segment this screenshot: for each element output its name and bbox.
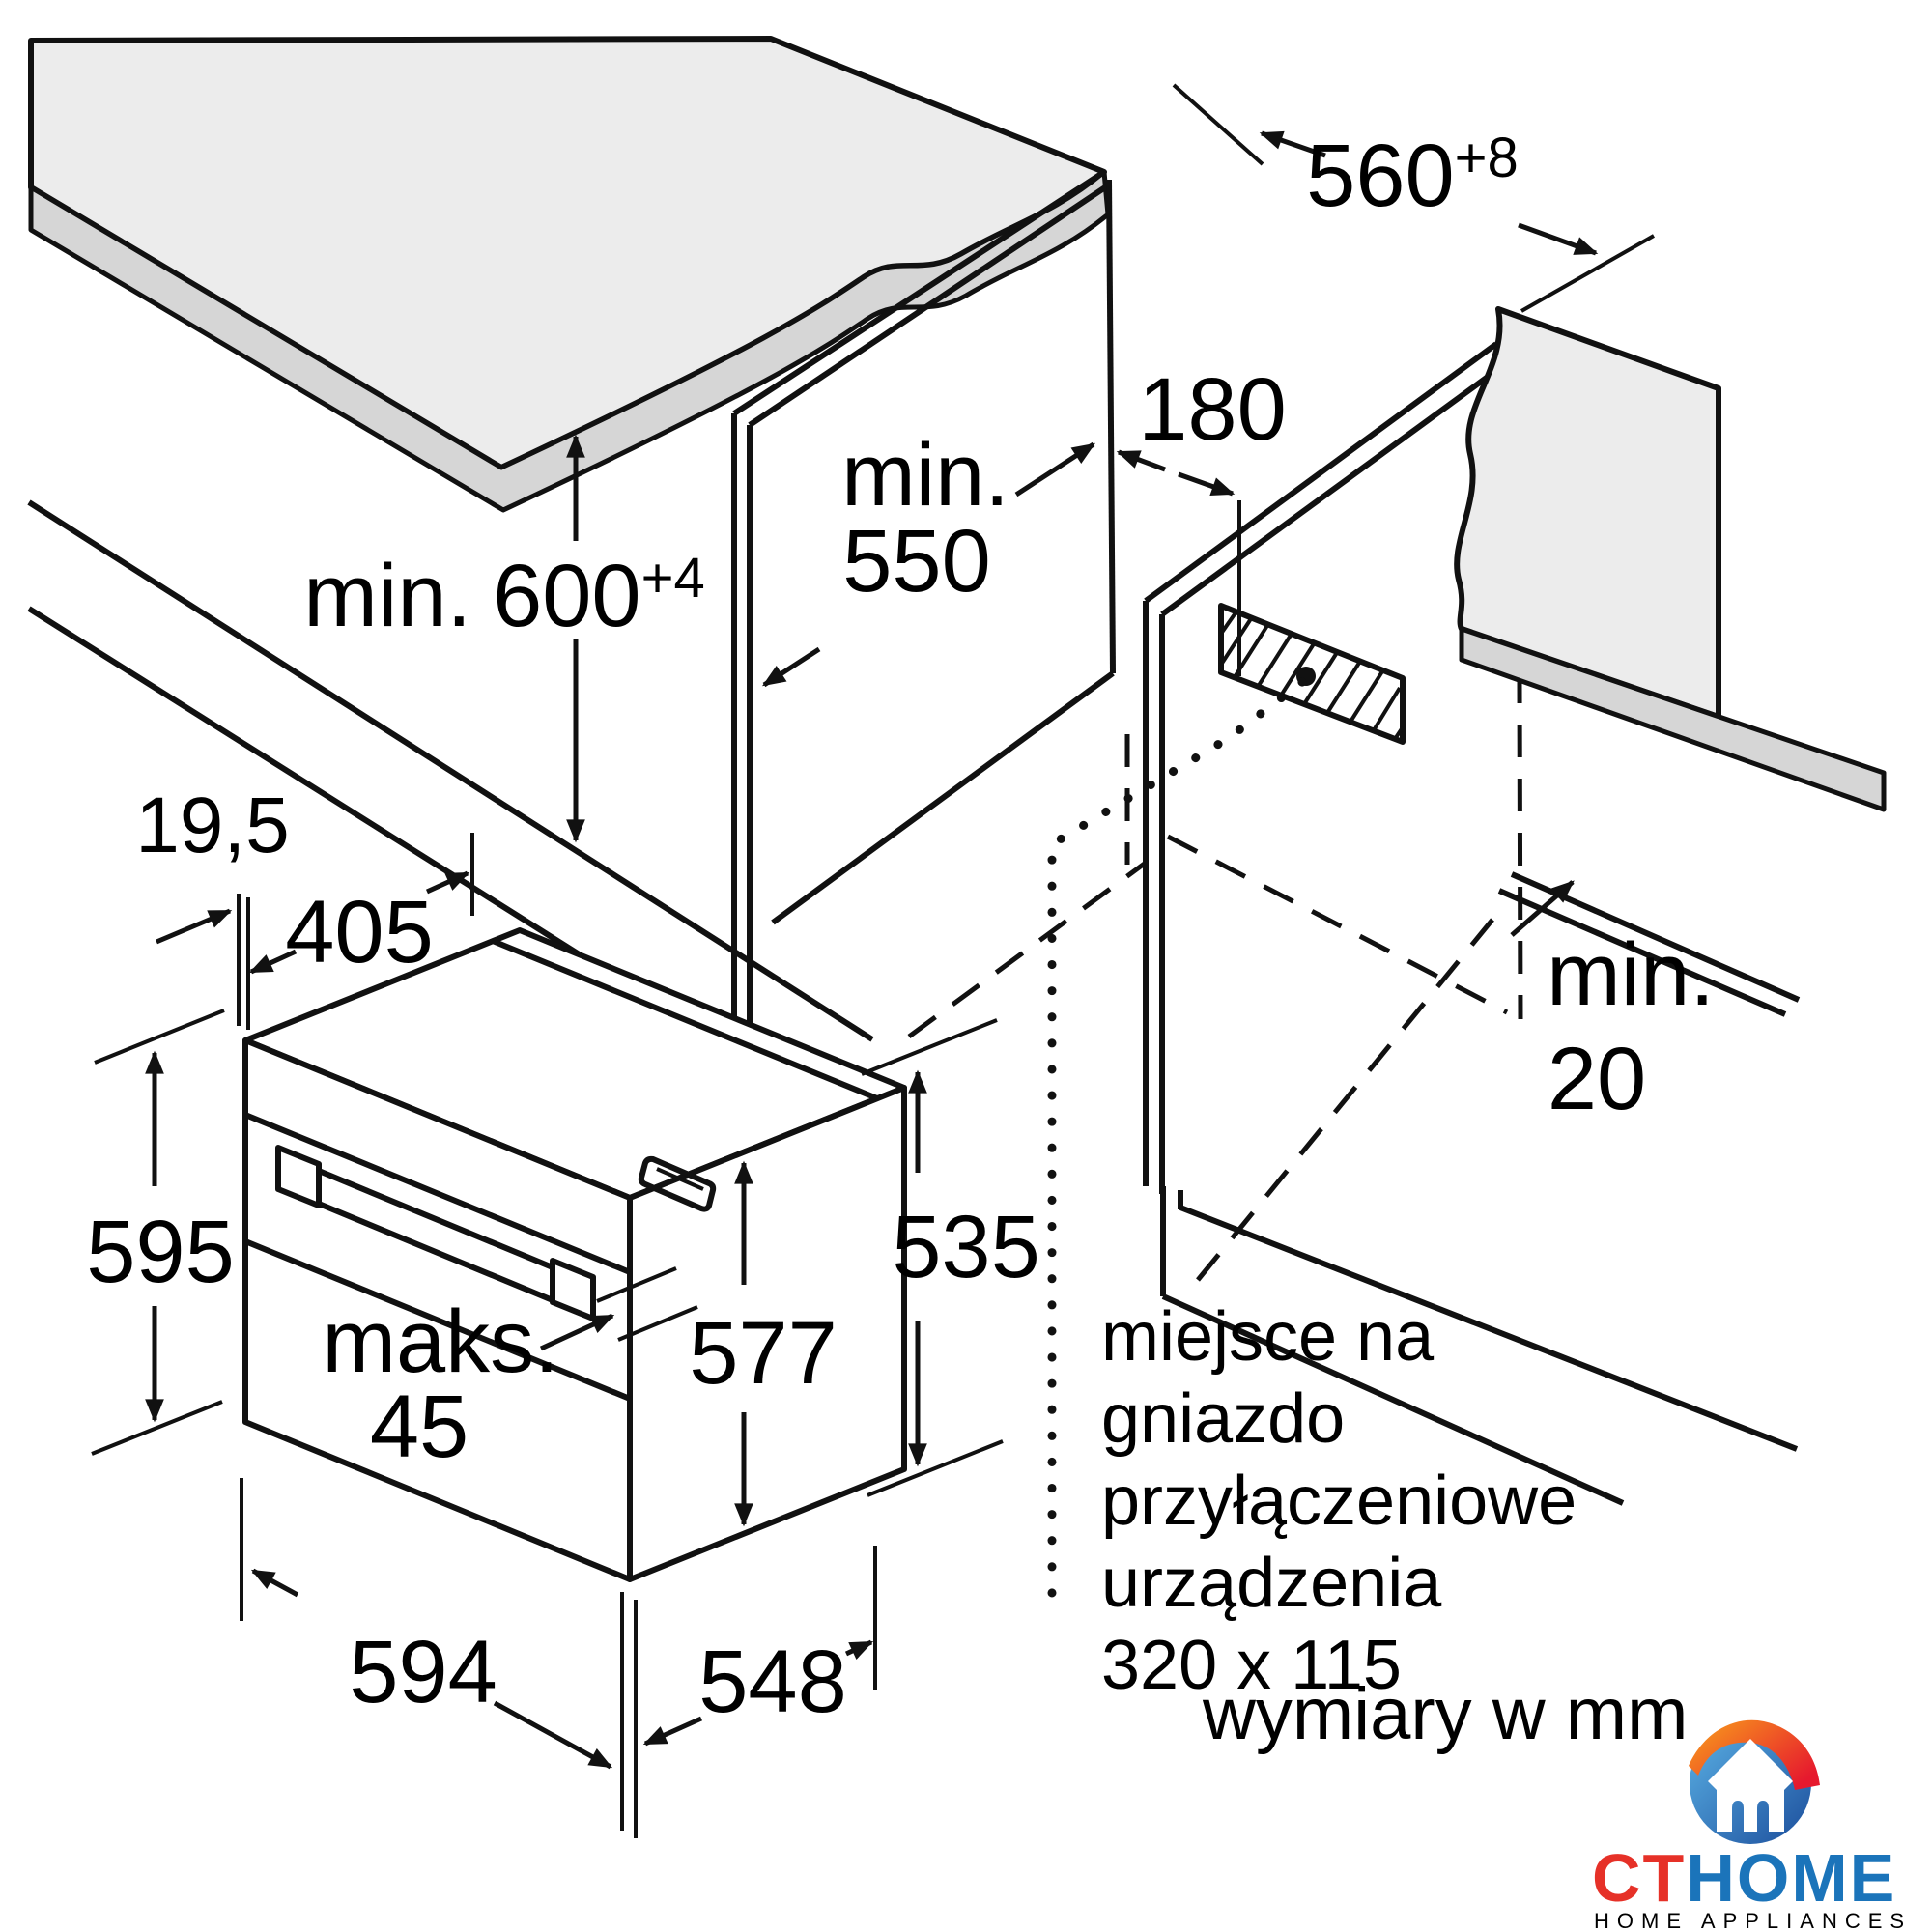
- dim-side-height: 535: [861, 1018, 1040, 1497]
- note-line: przyłączeniowe: [1101, 1463, 1577, 1540]
- base-cabinet-right: [1160, 1186, 1799, 1506]
- note-line: gniazdo: [1101, 1380, 1345, 1458]
- right-wall: [1143, 306, 1721, 1194]
- hidden-floor-edge-right: [1166, 834, 1509, 1015]
- wall-broken-panel: [1454, 306, 1721, 720]
- units-caption: wymiary w mm: [1202, 1673, 1688, 1755]
- dim-width: 594: [240, 1478, 613, 1770]
- dim-top-depth-label: 405: [285, 883, 434, 981]
- logo-wordmark: CTHOME: [1592, 1840, 1896, 1916]
- logo-roof-swoosh: [1689, 1719, 1820, 1790]
- cabinet-top-edge-outer: [732, 169, 1106, 416]
- dim-niche-height: min.600+4: [303, 434, 705, 843]
- logo-tagline: HOME APPLIANCES: [1594, 1909, 1912, 1932]
- hidden-floor-diagonal: [1196, 918, 1494, 1282]
- dim-handle-depth-label2: 45: [370, 1378, 469, 1476]
- base-top-edge-inner: [1497, 888, 1787, 1017]
- countertop-right-edge-band: [1459, 626, 1887, 812]
- dim-niche-depth-label2: 550: [842, 512, 991, 611]
- dim-handle-depth-label1: maks.: [322, 1293, 558, 1391]
- note-line: 320 x 115: [1101, 1627, 1402, 1704]
- dim-body-height: 577: [689, 1160, 838, 1527]
- wall-top-edge-inner: [1160, 374, 1490, 617]
- oven-right-face: [627, 1085, 907, 1582]
- logo-house-icon: [1708, 1739, 1793, 1832]
- dim-depth-label: 548: [698, 1633, 847, 1731]
- socket-hatch-outline: [1218, 603, 1406, 745]
- dim-width-label: 594: [349, 1623, 497, 1721]
- socket-leader-dotted: [1047, 677, 1307, 1601]
- base-front-bottom: [1161, 1293, 1625, 1506]
- dim-front-height-label: 595: [86, 1203, 235, 1301]
- dim-rear-gap-label2: 20: [1548, 1030, 1646, 1128]
- niche-front-right-edge: [1106, 179, 1116, 674]
- note-line: miejsce na: [1101, 1298, 1435, 1376]
- dim-top-depth: 405: [248, 833, 474, 981]
- dim-niche-width-label: 560+8: [1306, 127, 1519, 225]
- dim-depth: 548: [620, 1546, 877, 1838]
- note-line: urządzenia: [1101, 1545, 1442, 1622]
- cabinet-top-edge-inner: [748, 183, 1110, 428]
- right-countertop: [1459, 626, 1887, 1017]
- floor-line-upper: [27, 499, 874, 1042]
- wall-top-edge-outer: [1144, 341, 1498, 604]
- oven-control-panel-line: [243, 1112, 632, 1275]
- dim-rear-gap: min. 20: [1510, 880, 1715, 1128]
- socket-area: [1047, 603, 1406, 1601]
- base-front-top: [1179, 1205, 1799, 1452]
- niche-floor-front-edge: [771, 670, 1115, 925]
- dim-socket-offset-label: 180: [1138, 360, 1287, 459]
- socket-hatch-lines: [1219, 610, 1405, 741]
- oven-side-grip: [638, 1155, 717, 1212]
- dim-door-overhang: 19,5: [135, 781, 290, 1030]
- oven-top-step: [491, 938, 879, 1101]
- oven-drawing: 19,5 405 595 maks. 45 577: [86, 781, 1040, 1838]
- dim-niche-depth: min. 550: [761, 426, 1096, 688]
- oven-door-line: [243, 1238, 632, 1402]
- countertop-left-top-face: [28, 36, 1107, 470]
- hidden-floor-edge-left: [907, 860, 1148, 1039]
- dim-door-overhang-label: 19,5: [135, 781, 290, 869]
- dim-front-height: 595: [86, 1009, 235, 1456]
- dim-niche-depth-label1: min.: [841, 426, 1009, 525]
- dim-niche-width: 560+8: [1172, 83, 1655, 313]
- note-text: miejsce na gniazdo przyłączeniowe urządz…: [1101, 1298, 1577, 1704]
- dim-rear-gap-label1: min.: [1547, 925, 1715, 1024]
- brand-logo: CTHOME HOME APPLIANCES: [1592, 1719, 1912, 1932]
- dim-niche-height-label: min.600+4: [303, 547, 704, 645]
- dim-socket-offset: 180: [1116, 360, 1287, 676]
- dim-handle-depth: maks. 45: [322, 1266, 698, 1476]
- dim-side-height-label: 535: [892, 1198, 1040, 1296]
- dim-body-height-label: 577: [689, 1304, 838, 1403]
